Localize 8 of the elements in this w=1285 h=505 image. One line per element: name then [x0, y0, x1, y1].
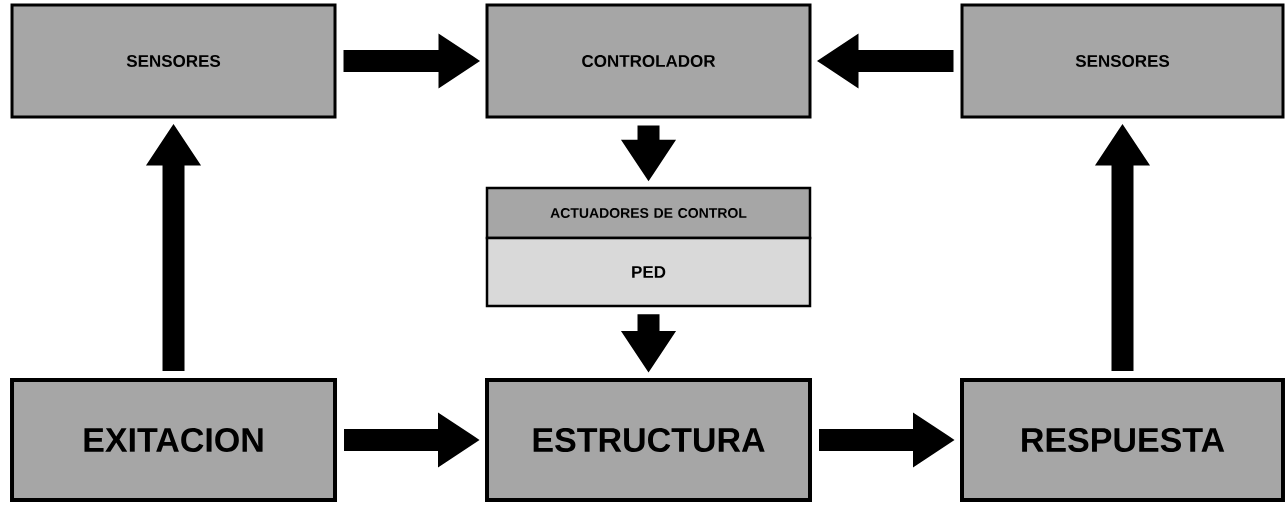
process-box: CONTROLADOR — [485, 3, 812, 119]
process-box: EXITACION — [10, 378, 337, 502]
process-box: SENSORES — [960, 3, 1285, 119]
process-box: RESPUESTA — [960, 378, 1285, 502]
header-box: ACTUADORES DE CONTROL — [485, 186, 812, 240]
process-box: SENSORES — [10, 3, 337, 119]
process-box: PED — [485, 236, 812, 308]
process-box: ESTRUCTURA — [485, 378, 812, 502]
